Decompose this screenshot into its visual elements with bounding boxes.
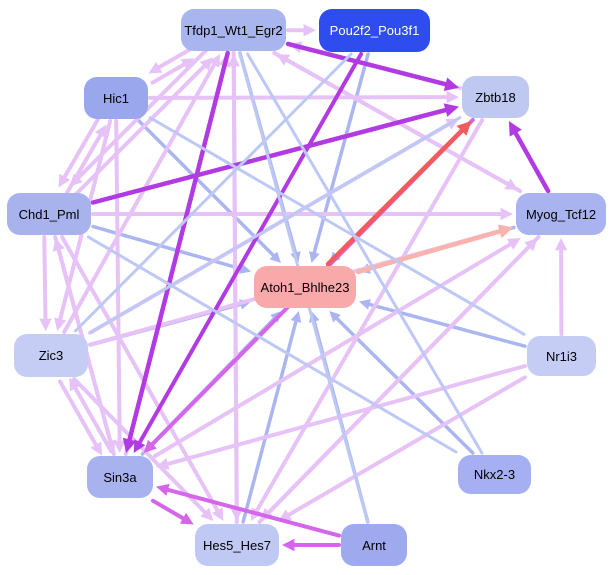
arrowhead-tfdp1-pou2f2 xyxy=(303,24,316,37)
edge-pou2f2-atoh1 xyxy=(311,52,370,258)
edge-pou2f2-zic3 xyxy=(73,52,353,333)
edge-hic1-tfdp1 xyxy=(150,60,189,85)
arrowhead-hic1-zic3 xyxy=(54,317,67,331)
node-zbtb18[interactable]: Zbtb18 xyxy=(462,76,529,118)
arrowhead-arnt-hes5 xyxy=(282,538,295,552)
edge-hes5-myog xyxy=(257,242,534,524)
node-zic3[interactable]: Zic3 xyxy=(14,334,88,377)
edge-chd1-zic3 xyxy=(42,235,48,325)
edge-nr1i3-hes5 xyxy=(283,375,527,519)
edge-nr1i3-sin3a xyxy=(162,364,527,467)
arrowhead-chd1-hes5 xyxy=(211,507,224,521)
arrowhead-nr1i3-myog xyxy=(554,238,568,251)
arrowhead-hes5-atoh1 xyxy=(290,311,302,323)
edge-tfdp1-hic1 xyxy=(154,46,194,71)
arrowhead-tfdp1-zbtb18 xyxy=(443,77,459,91)
arrowhead-hic1-tfdp1 xyxy=(180,58,195,70)
node-hes5[interactable]: Hes5_Hes7 xyxy=(195,524,279,566)
edge-sin3a-zic3 xyxy=(71,383,114,454)
edge-chd1-zbtb18 xyxy=(90,106,452,205)
arrowhead-arnt-sin3a xyxy=(156,483,170,496)
arrowhead-tfdp1-sin3a xyxy=(122,437,137,453)
edge-arnt-sin3a xyxy=(162,486,341,538)
arrowhead-myog-tfdp1 xyxy=(276,54,291,66)
arrowhead-chd1-tfdp1 xyxy=(199,57,213,71)
arrowhead-chd1-zic3 xyxy=(39,318,52,332)
arrowhead-hic1-sin3a xyxy=(113,440,126,453)
edge-myog-zbtb18 xyxy=(511,127,551,194)
node-atoh1[interactable]: Atoh1_Bhlhe23 xyxy=(254,266,356,308)
arrowhead-sin3a-zic3 xyxy=(69,377,81,392)
arrowhead-zic3-tfdp1 xyxy=(208,54,220,68)
edge-atoh1-zbtb18 xyxy=(325,125,467,267)
arrowhead-hes5-myog xyxy=(524,238,538,252)
arrowhead-chd1-hic1 xyxy=(94,124,107,139)
arrowhead-chd1-zbtb18 xyxy=(443,103,459,117)
arrowhead-sin3a-chd1 xyxy=(52,238,65,252)
arrowhead-zic3-sin3a xyxy=(90,441,102,456)
node-pou2f2[interactable]: Pou2f2_Pou3f1 xyxy=(319,9,430,52)
arrowhead-tfdp1-hic1 xyxy=(148,61,163,74)
arrowhead-tfdp1-chd1 xyxy=(69,173,83,187)
edge-tfdp1-sin3a xyxy=(126,50,230,446)
arrowhead-myog-zbtb18 xyxy=(508,121,522,137)
node-hic1[interactable]: Hic1 xyxy=(84,77,148,119)
node-sin3a[interactable]: Sin3a xyxy=(87,456,153,498)
arrowhead-nkx23-atoh1 xyxy=(329,311,341,323)
node-arnt[interactable]: Arnt xyxy=(341,524,407,566)
arrowhead-hes5-tfdp1 xyxy=(227,54,240,67)
arrowhead-zic3-hes5 xyxy=(200,507,214,521)
arrowhead-chd1-myog xyxy=(500,207,513,221)
arrowhead-pou2f2-atoh1 xyxy=(309,251,320,263)
edge-zbtb18-hes5 xyxy=(253,118,485,516)
edge-pou2f2-sin3a xyxy=(136,52,364,448)
arrowhead-nr1i3-sin3a xyxy=(156,457,170,470)
edge-sin3a-hes5 xyxy=(151,498,188,522)
edge-zic3-sin3a xyxy=(58,379,100,450)
arrowhead-zbtb18-sin3a xyxy=(143,439,157,453)
edge-chd1-tfdp1 xyxy=(73,61,209,197)
edge-zbtb18-zic3 xyxy=(89,116,462,334)
arrowhead-atoh1-myog xyxy=(497,224,513,239)
arrowhead-hic1-zbtb18 xyxy=(446,90,459,104)
edge-hic1-nr1i3 xyxy=(148,116,526,336)
arrowhead-sin3a-myog xyxy=(506,238,521,250)
arrowhead-sin3a-hes5 xyxy=(179,512,194,525)
arrowhead-hic1-atoh1 xyxy=(269,251,281,263)
edge-hic1-atoh1 xyxy=(137,119,278,260)
arrowhead-pou2f2-sin3a xyxy=(133,439,146,453)
edge-hic1-sin3a xyxy=(114,119,122,447)
edge-sin3a-myog xyxy=(153,240,516,459)
edge-hic1-zbtb18 xyxy=(148,95,453,100)
node-tfdp1[interactable]: Tfdp1_Wt1_Egr2 xyxy=(181,9,286,51)
arrowhead-atoh1-zbtb18 xyxy=(456,121,472,136)
edge-atoh1-myog xyxy=(355,228,506,275)
edge-chd1-hes5 xyxy=(60,235,221,516)
node-chd1[interactable]: Chd1_Pml xyxy=(7,193,91,235)
edge-nr1i3-atoh1 xyxy=(364,301,527,348)
edge-tfdp1-zbtb18 xyxy=(285,41,452,88)
edge-hic1-chd1 xyxy=(61,116,101,182)
arrowhead-nr1i3-hes5 xyxy=(278,509,292,521)
node-nkx23[interactable]: Nkx2-3 xyxy=(458,455,531,494)
edge-zic3-tfdp1 xyxy=(62,59,218,334)
node-nr1i3[interactable]: Nr1i3 xyxy=(527,336,596,376)
edge-chd1-nkx23 xyxy=(86,235,458,454)
arrowhead-hic1-chd1 xyxy=(58,173,71,188)
arrowhead-nr1i3-atoh1 xyxy=(359,299,371,310)
node-myog[interactable]: Myog_Tcf12 xyxy=(516,193,606,235)
